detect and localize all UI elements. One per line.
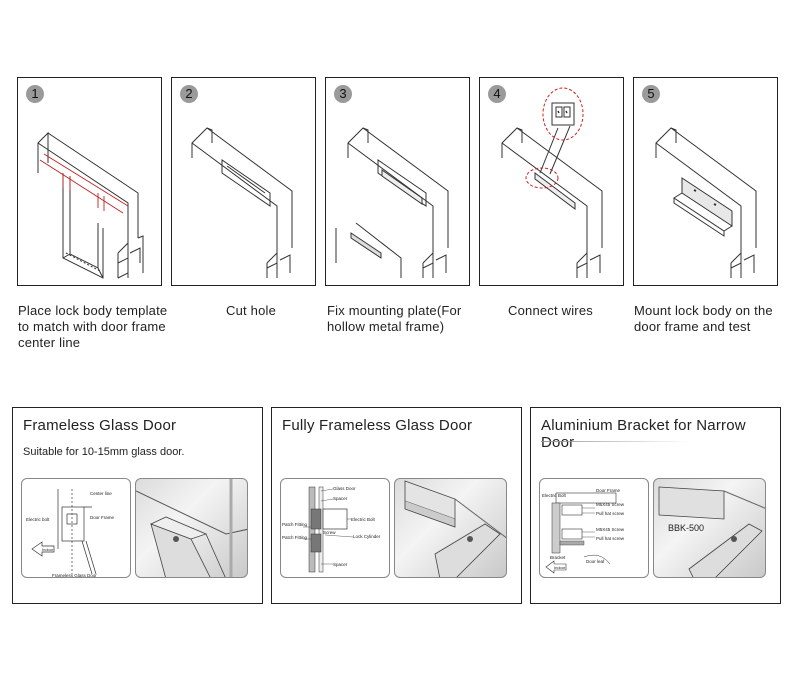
step-3-illustration: [335, 127, 449, 278]
label-spacer-top: Spacer: [333, 496, 348, 501]
fully-frameless-photo: [394, 478, 507, 578]
frameless-door-diagram: Center line Door Frame Electric bolt Ind…: [21, 478, 131, 578]
step-5-number: 5: [642, 85, 660, 103]
title-underline: [541, 441, 691, 442]
label-indoor: Indoor: [42, 547, 54, 552]
step-5-panel: 5: [633, 77, 778, 286]
label-door-leaf: Door leaf: [586, 559, 605, 564]
label-patch-fitting-1: Patch Fitting: [282, 522, 308, 527]
step-1-illustration: [37, 131, 144, 279]
step-3-panel: 3: [325, 77, 470, 286]
label-electric-bolt: Electric Bolt: [542, 493, 567, 498]
step-4-caption: Connect wires: [508, 303, 593, 318]
step-3-caption: Fix mounting plate(For hollow metal fram…: [327, 303, 462, 334]
label-spacer-bottom: Spacer: [333, 562, 348, 567]
fully-frameless-diagram: Glass Door Spacer Electric Bolt Patch Fi…: [280, 478, 390, 578]
step-1-number: 1: [26, 85, 44, 103]
step-4-panel: 4: [479, 77, 624, 286]
fully-frameless-glass-door-panel: Fully Frameless Glass Door Glass Door Sp…: [271, 407, 522, 604]
label-screw-2: M5X45 Screw: [596, 527, 625, 532]
step-2-illustration: [191, 127, 293, 278]
panel-title: Aluminium Bracket for Narrow Door: [541, 417, 746, 451]
label-bracket: Bracket: [550, 555, 566, 560]
label-frameless-glass-door: Frameless Glass Door: [52, 573, 97, 578]
step-5-illustration: [655, 127, 757, 278]
step-1-caption: Place lock body template to match with d…: [18, 303, 168, 350]
label-indoor: Indoor: [554, 565, 566, 570]
label-center-line: Center line: [90, 491, 112, 496]
panel-title: Fully Frameless Glass Door: [282, 417, 473, 434]
aluminium-bracket-panel: Aluminium Bracket for Narrow Door Door F…: [530, 407, 781, 604]
model-label: BBK-500: [668, 523, 705, 533]
step-1-panel: 1: [17, 77, 162, 286]
panel-subtitle: Suitable for 10-15mm glass door.: [23, 446, 185, 458]
step-2-caption: Cut hole: [226, 303, 277, 318]
panel-title: Frameless Glass Door: [23, 417, 177, 434]
step-3-number: 3: [334, 85, 352, 103]
label-electric-bolt: Electric Bolt: [351, 517, 376, 522]
label-patch-fitting-2: Patch Fitting: [282, 535, 308, 540]
step-4-illustration: [501, 87, 603, 278]
step-5-caption: Mount lock body on the door frame and te…: [634, 303, 773, 334]
label-screw: Screw: [323, 530, 336, 535]
step-2-number: 2: [180, 85, 198, 103]
label-lock-cylinder: Lock Cylinder: [353, 534, 381, 539]
label-door-frame: Door Frame: [596, 488, 621, 493]
bracket-diagram: Door Frame Electric Bolt M5X45 Screw Pul…: [539, 478, 649, 578]
frameless-glass-door-panel: Frameless Glass Door Suitable for 10-15m…: [12, 407, 263, 604]
frameless-door-photo: [135, 478, 248, 578]
label-glass-door: Glass Door: [333, 486, 356, 491]
bracket-photo: BBK-500: [653, 478, 766, 578]
label-pull-hat-2: Pull hat screw: [596, 536, 625, 541]
step-4-number: 4: [488, 85, 506, 103]
step-2-panel: 2: [171, 77, 316, 286]
label-door-frame: Door Frame: [90, 515, 115, 520]
label-screw-1: M5X45 Screw: [596, 502, 625, 507]
label-pull-hat-1: Pull hat screw: [596, 511, 625, 516]
label-electric-bolt: Electric bolt: [26, 517, 50, 522]
